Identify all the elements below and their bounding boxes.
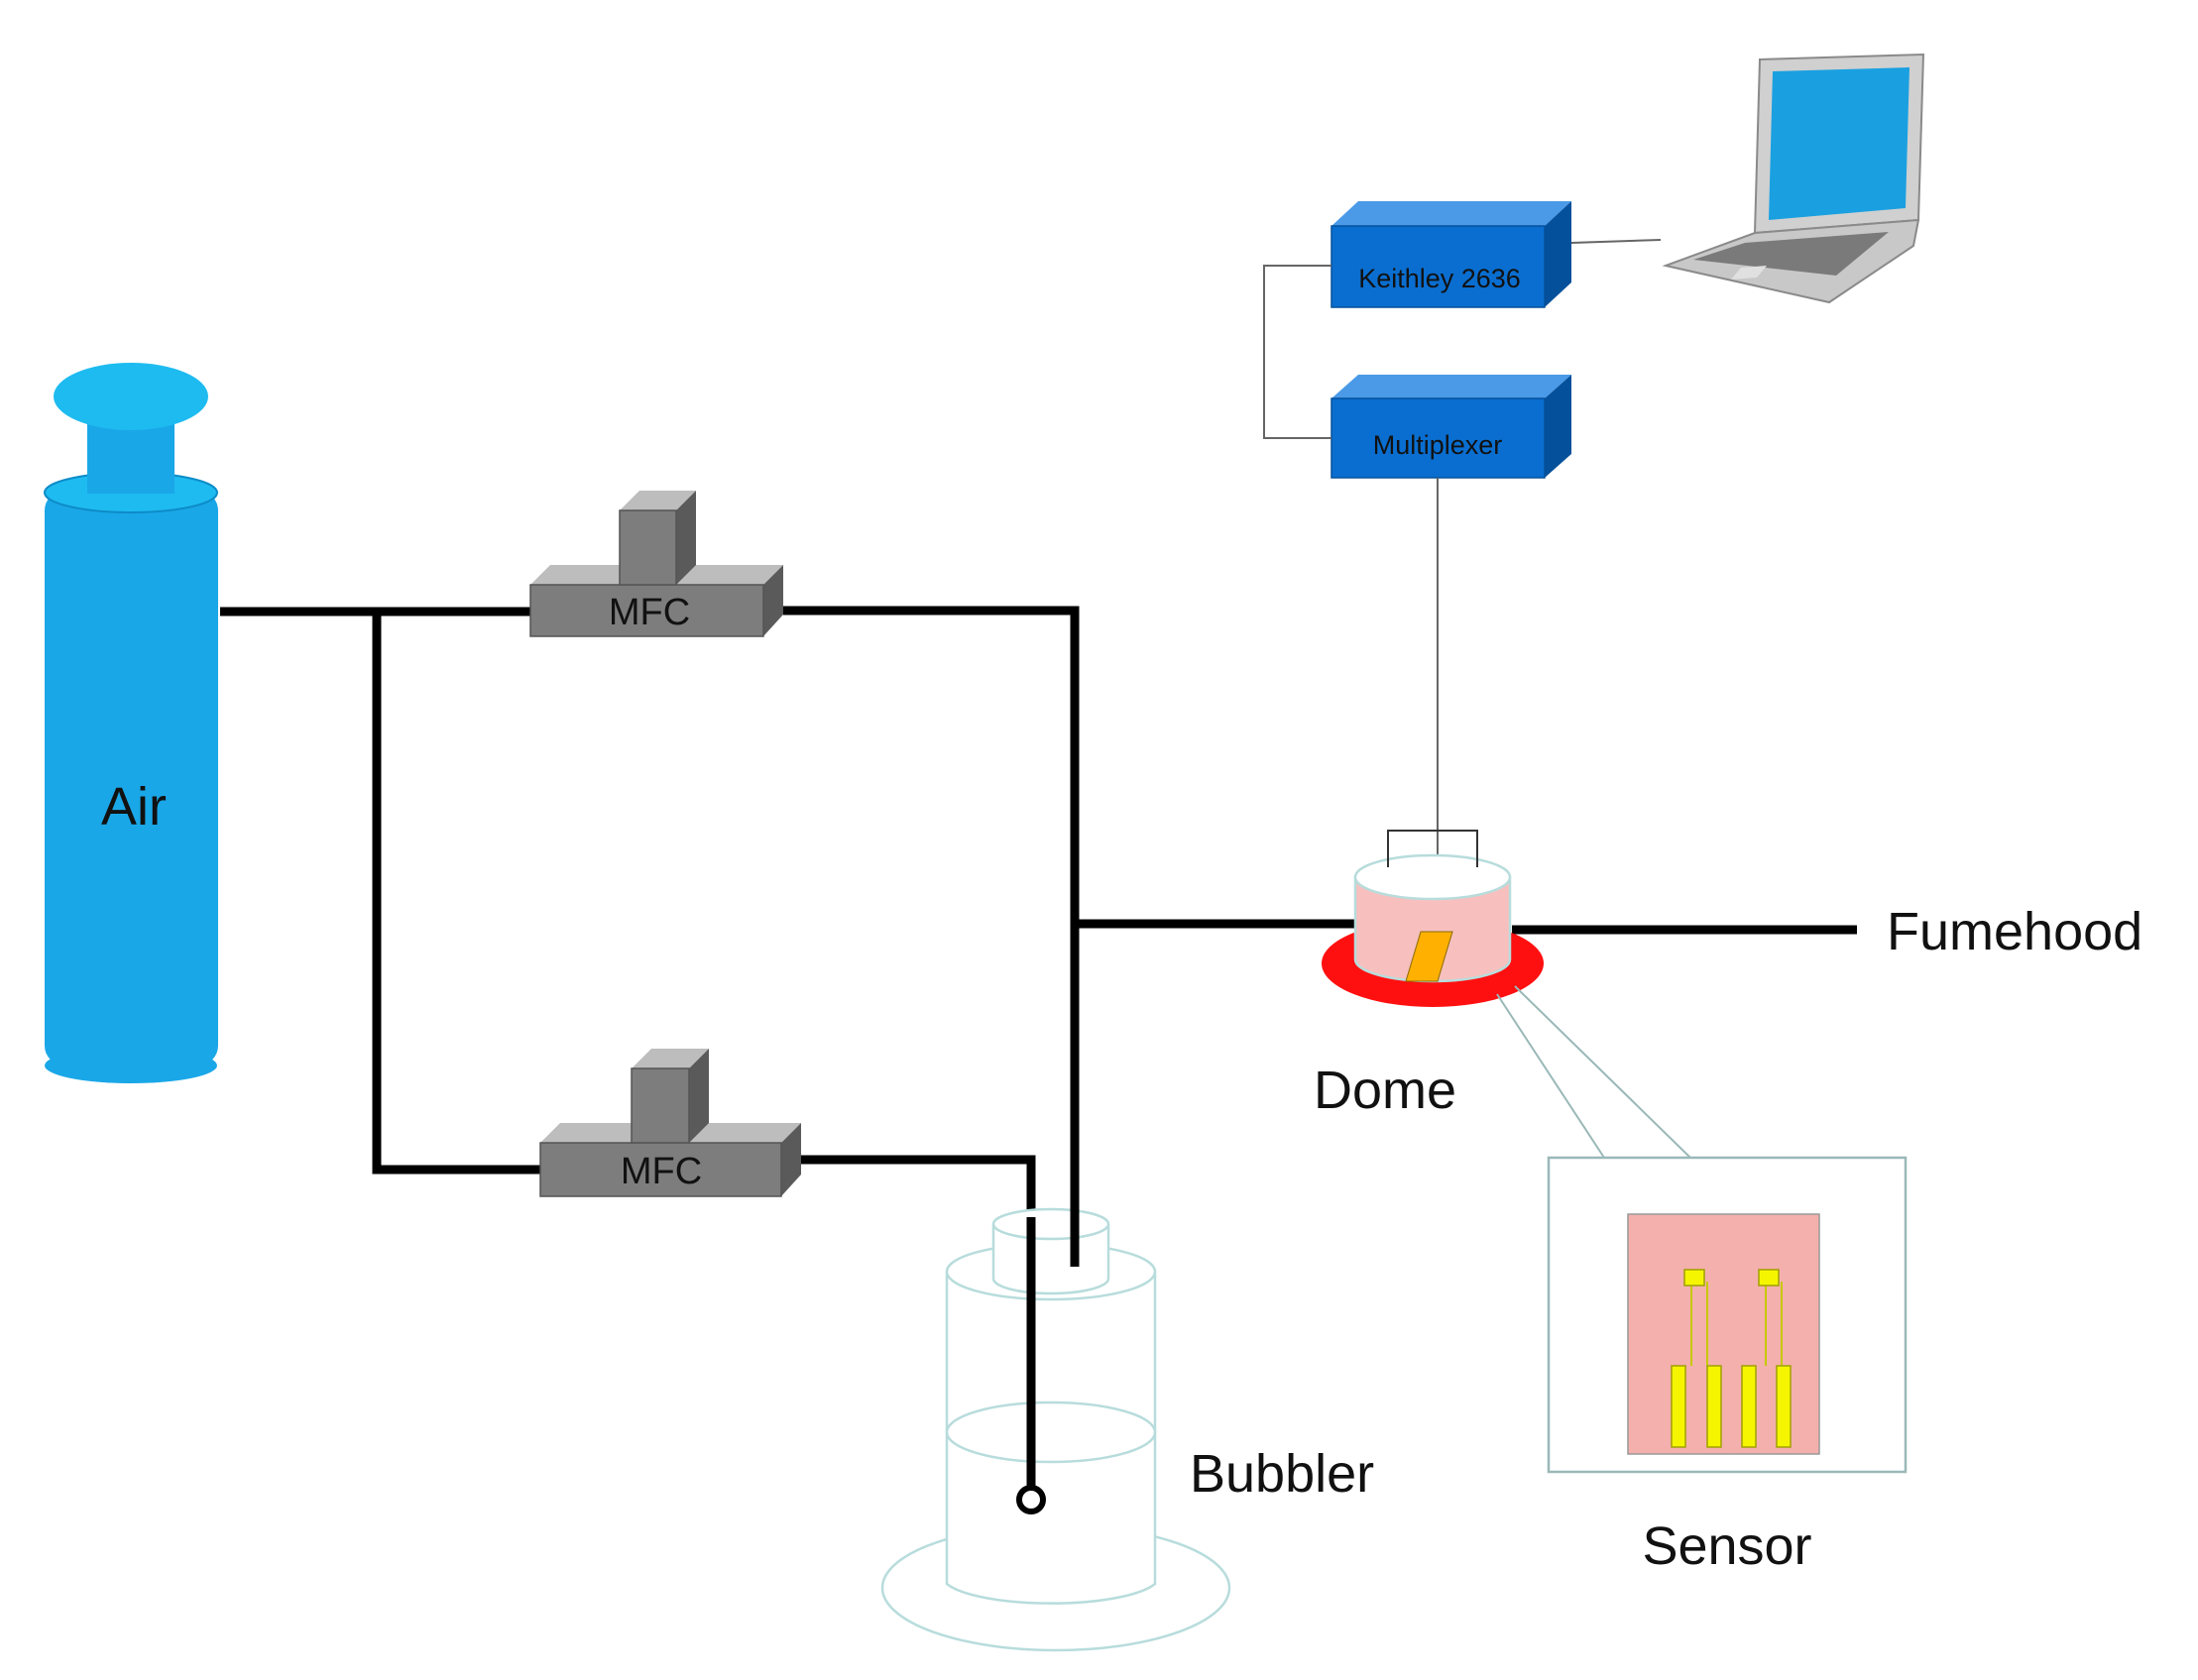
air-cylinder: Air bbox=[44, 363, 218, 1083]
wire-keithley-multiplexer bbox=[1263, 265, 1331, 439]
bubbler-liquid-surface bbox=[945, 1400, 1157, 1464]
laptop-icon bbox=[1662, 53, 1925, 304]
keithley-label: Keithley 2636 bbox=[1358, 264, 1521, 293]
bubbler-tubes bbox=[1026, 1204, 1080, 1492]
laptop-keyboard bbox=[1693, 232, 1889, 276]
wire-keithley-laptop bbox=[1570, 239, 1662, 244]
multiplexer-label: Multiplexer bbox=[1373, 430, 1503, 460]
dome-connector bbox=[1387, 830, 1478, 867]
sensor-electrodes bbox=[1671, 1365, 1792, 1448]
cylinder-bottom bbox=[45, 1048, 217, 1083]
mfc-top-label: MFC bbox=[609, 592, 690, 633]
bubbler-label: Bubbler bbox=[1190, 1444, 1374, 1504]
line-split-down bbox=[372, 612, 540, 1175]
line-mfc-top-to-junction bbox=[783, 606, 1080, 1267]
sensor-detail bbox=[1547, 1156, 1908, 1474]
bubbler bbox=[880, 1207, 1231, 1652]
sensor-label: Sensor bbox=[1642, 1516, 1811, 1576]
bubbler-sparger bbox=[1016, 1485, 1046, 1514]
gas-lines bbox=[220, 606, 1857, 1492]
dome-sample bbox=[1405, 931, 1453, 982]
sensor-traces bbox=[1690, 1282, 1783, 1366]
fumehood-label: Fumehood bbox=[1887, 902, 2142, 961]
dome-chamber bbox=[1322, 830, 1544, 1007]
mfc-bottom-label: MFC bbox=[621, 1151, 702, 1192]
dome-label: Dome bbox=[1314, 1061, 1456, 1120]
sensor-pad-left bbox=[1683, 1269, 1705, 1287]
laptop-screen bbox=[1769, 67, 1909, 220]
dome-glass-top bbox=[1353, 853, 1512, 901]
mfc-bottom: MFC bbox=[539, 1049, 801, 1197]
zoom-callout-lines bbox=[1496, 985, 1691, 1159]
multiplexer: Multiplexer bbox=[1330, 375, 1571, 479]
mfc-top: MFC bbox=[529, 491, 783, 637]
bubbler-stopper bbox=[991, 1224, 1110, 1295]
air-label: Air bbox=[101, 777, 167, 837]
laptop-touchpad bbox=[1731, 266, 1767, 280]
bubbler-jar bbox=[945, 1272, 1157, 1605]
keithley-2636: Keithley 2636 bbox=[1330, 201, 1571, 308]
cylinder-body bbox=[45, 491, 218, 1065]
bubbler-stopper-top bbox=[991, 1207, 1110, 1241]
electrical-wires bbox=[1263, 239, 1662, 867]
cylinder-cap bbox=[54, 363, 208, 430]
sensor-pad-right bbox=[1758, 1269, 1780, 1287]
